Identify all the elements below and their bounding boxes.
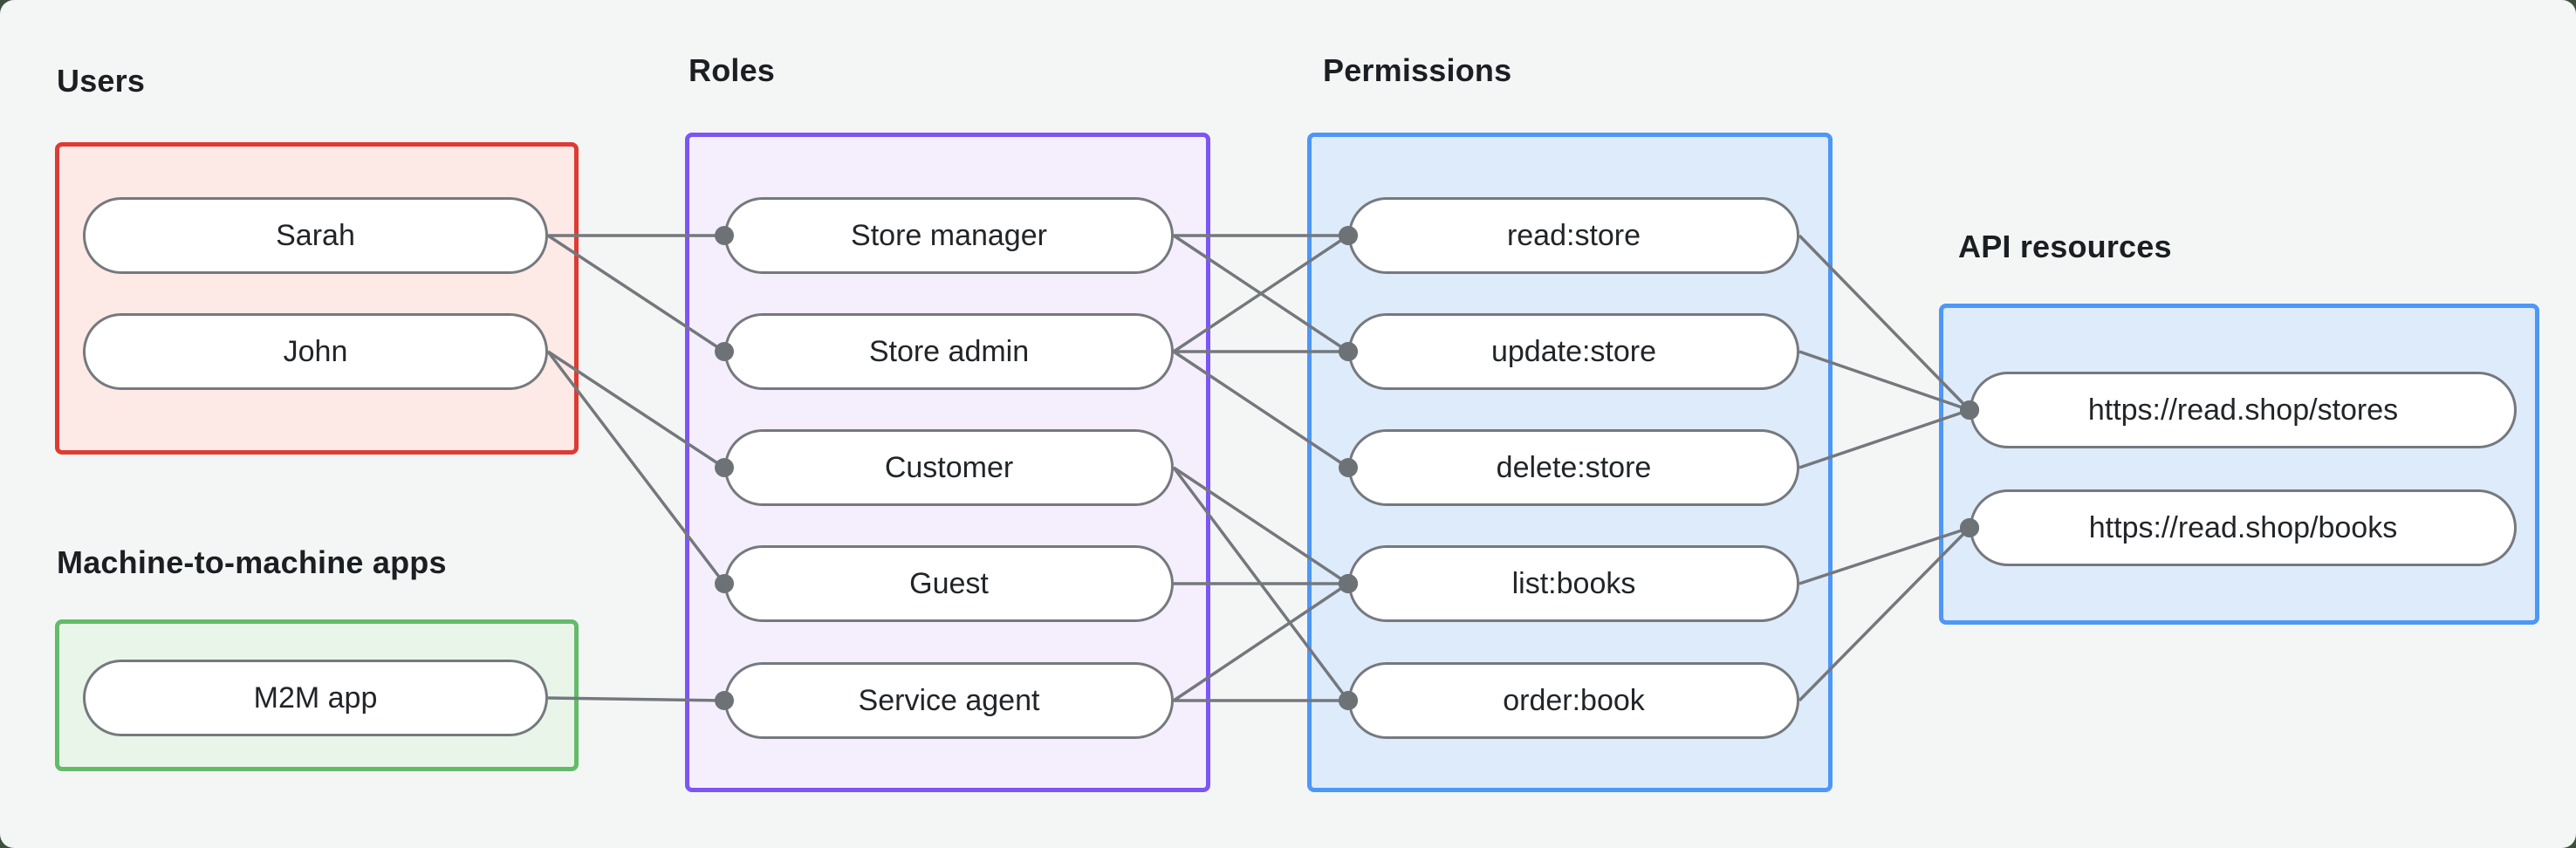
m2m-apps-group-label: Machine-to-machine apps <box>57 544 447 580</box>
node-list-books: list:books <box>1348 545 1799 622</box>
node-update-store: update:store <box>1348 313 1799 390</box>
api-resources-group-box <box>1939 304 2539 625</box>
node-api-stores: https://read.shop/stores <box>1970 372 2517 448</box>
node-read-store: read:store <box>1348 197 1799 274</box>
node-m2m-app: M2M app <box>83 660 548 736</box>
node-order-book: order:book <box>1348 662 1799 739</box>
node-service-agent: Service agent <box>724 662 1174 739</box>
node-john: John <box>83 313 548 390</box>
permissions-group-label: Permissions <box>1323 52 1512 88</box>
api-resources-group-label: API resources <box>1958 229 2172 264</box>
node-customer: Customer <box>724 429 1174 506</box>
node-guest: Guest <box>724 545 1174 622</box>
roles-group-label: Roles <box>689 52 776 88</box>
node-sarah: Sarah <box>83 197 548 274</box>
node-delete-store: delete:store <box>1348 429 1799 506</box>
users-group-label: Users <box>57 63 146 99</box>
node-api-books: https://read.shop/books <box>1970 489 2517 566</box>
node-store-manager: Store manager <box>724 197 1174 274</box>
node-store-admin: Store admin <box>724 313 1174 390</box>
users-group-box <box>55 142 579 455</box>
